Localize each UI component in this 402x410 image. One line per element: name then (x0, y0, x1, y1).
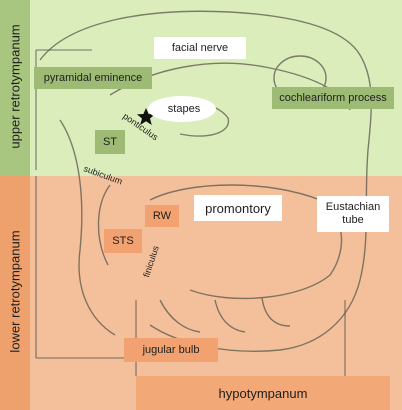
upper-retrotympanum-label: upper retrotympanum (7, 24, 23, 149)
round-window-niche (97, 184, 111, 266)
upper-side-strip (0, 0, 30, 176)
rw-label: RW (145, 205, 179, 227)
eustachian-tube-label: Eustachian tube (317, 196, 389, 232)
facial-nerve-label: facial nerve (154, 37, 246, 59)
outer-contour (39, 10, 372, 352)
eustachian-line-1: Eustachian (325, 201, 381, 214)
eustachian-line-2: tube (342, 214, 364, 226)
hypotympanic-cells (159, 297, 291, 333)
pyramidal-eminence-label: pyramidal eminence (34, 67, 152, 89)
promontory-label: promontory (194, 195, 282, 221)
lower-retrotympanum-label: lower retrotympanum (7, 230, 23, 353)
jugular-bulb-label: jugular bulb (124, 338, 218, 362)
sts-label: STS (104, 229, 142, 253)
hypotympanum-band (136, 376, 390, 410)
ponticulus-star-icon (137, 108, 155, 125)
st-label: ST (95, 130, 125, 154)
stapes-label: stapes (167, 103, 201, 115)
cochleariform-process-label: cochleariform process (272, 87, 394, 109)
lower-side-strip (0, 176, 30, 410)
pyramid-wall (59, 119, 116, 336)
hypotympanum-label: hypotympanum (218, 385, 308, 401)
stapes-ellipse (148, 96, 216, 122)
